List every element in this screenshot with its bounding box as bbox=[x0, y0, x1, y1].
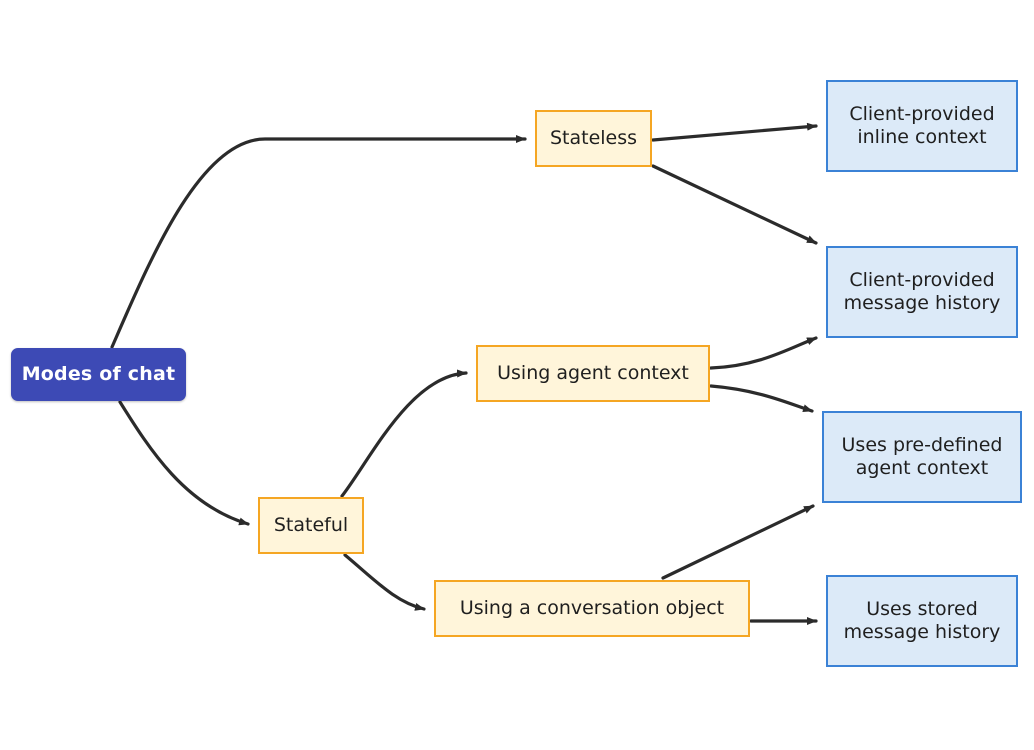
node-using-a-conversation-object[interactable]: Using a conversation object bbox=[434, 580, 750, 637]
edge-stateful-to-agent-context bbox=[340, 369, 468, 498]
node-label: Stateless bbox=[549, 126, 638, 149]
edge-agent-context-to-message-history bbox=[709, 336, 818, 370]
node-label: Stateful bbox=[273, 513, 349, 536]
edge-stateless-to-message-history bbox=[651, 164, 818, 245]
node-label: Uses pre-defined agent context bbox=[841, 433, 1003, 479]
edge-stateless-to-inline-context bbox=[651, 122, 818, 142]
edge-agent-context-to-predefined-agent-context bbox=[709, 384, 814, 413]
node-label: Modes of chat bbox=[21, 362, 176, 385]
edge-stateful-to-conversation-object bbox=[343, 553, 426, 611]
node-uses-pre-defined-agent-context[interactable]: Uses pre-defined agent context bbox=[822, 411, 1022, 503]
node-label: Client-provided message history bbox=[843, 268, 1001, 314]
edge-root-to-stateless bbox=[110, 135, 527, 349]
node-using-agent-context[interactable]: Using agent context bbox=[476, 345, 710, 402]
node-label: Using a conversation object bbox=[459, 596, 725, 619]
node-label: Uses stored message history bbox=[843, 597, 1001, 643]
node-client-provided-inline-context[interactable]: Client-provided inline context bbox=[826, 80, 1018, 172]
edge-root-to-stateful bbox=[118, 400, 250, 526]
node-stateful[interactable]: Stateful bbox=[258, 497, 364, 554]
edge-conversation-object-to-predefined-agent-context bbox=[661, 504, 815, 580]
node-label: Using agent context bbox=[497, 361, 689, 384]
node-client-provided-message-history[interactable]: Client-provided message history bbox=[826, 246, 1018, 338]
node-stateless[interactable]: Stateless bbox=[535, 110, 652, 167]
node-label: Client-provided inline context bbox=[849, 102, 995, 148]
node-modes-of-chat[interactable]: Modes of chat bbox=[11, 348, 186, 401]
node-uses-stored-message-history[interactable]: Uses stored message history bbox=[826, 575, 1018, 667]
